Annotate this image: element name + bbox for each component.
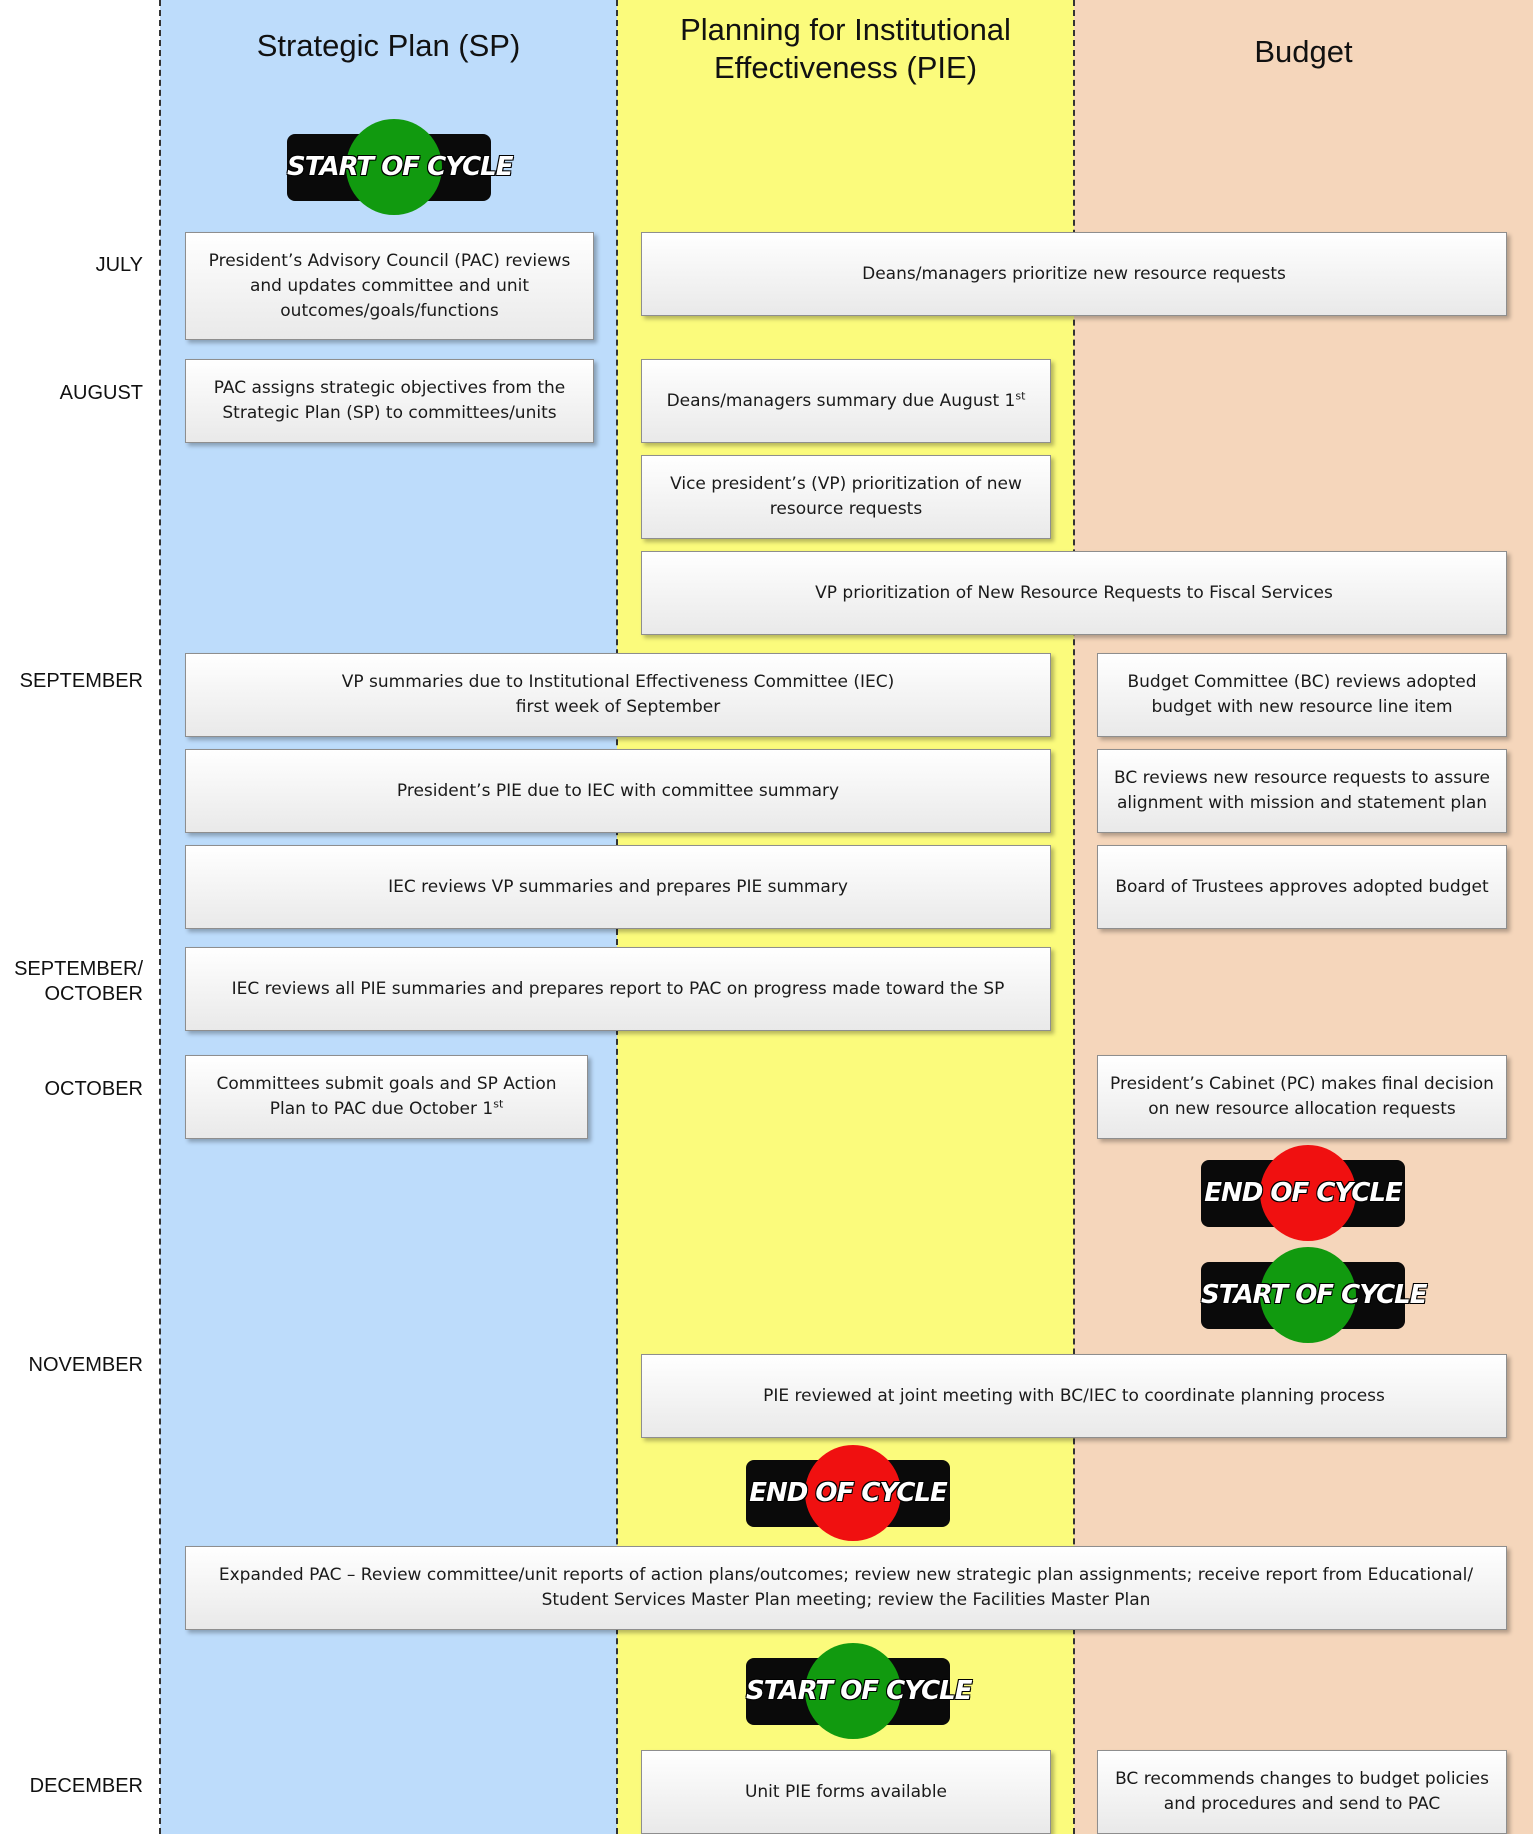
step-text-line2: first week of September xyxy=(515,697,721,717)
step-vp-summaries: VP summaries due to Institutional Effect… xyxy=(185,653,1051,737)
step-text: BC recommends changes to budget policies… xyxy=(1115,1769,1489,1814)
step-text-line1: VP summaries due to Institutional Effect… xyxy=(341,672,895,692)
month-december: DECEMBER xyxy=(29,1775,143,1797)
step-text: President’s Cabinet (PC) makes final dec… xyxy=(1110,1074,1494,1119)
start-of-cycle-marker: START OF CYCLE xyxy=(1201,1247,1428,1343)
marker-label: START OF CYCLE xyxy=(1201,1280,1428,1310)
lane-title-pie: Planning for Institutional Effectiveness… xyxy=(617,11,1074,87)
step-bc-reviews-requests: BC reviews new resource requests to assu… xyxy=(1097,749,1507,833)
step-text: Committees submit goals and SP Action Pl… xyxy=(198,1072,575,1122)
green-circle-icon xyxy=(1260,1247,1356,1343)
step-text: VP prioritization of New Resource Reques… xyxy=(815,582,1333,603)
step-text: IEC reviews VP summaries and prepares PI… xyxy=(388,876,848,897)
lane-title-budget: Budget xyxy=(1254,34,1353,69)
step-pac-reviews: President’s Advisory Council (PAC) revie… xyxy=(185,232,594,340)
month-august: AUGUST xyxy=(59,382,143,404)
marker-label: START OF CYCLE xyxy=(287,152,514,182)
step-iec-reviews-all: IEC reviews all PIE summaries and prepar… xyxy=(185,947,1051,1031)
step-pie-joint-meeting: PIE reviewed at joint meeting with BC/IE… xyxy=(641,1354,1507,1438)
ordinal-suffix: st xyxy=(493,1097,504,1111)
ordinal-suffix: st xyxy=(1015,388,1026,402)
month-sep-oct-line2: OCTOBER xyxy=(44,983,143,1005)
step-vp-to-fiscal: VP prioritization of New Resource Reques… xyxy=(641,551,1507,635)
step-text-line2: Student Services Master Plan meeting; re… xyxy=(541,1590,1151,1610)
step-text: PAC assigns strategic objectives from th… xyxy=(213,378,566,423)
lane-divider xyxy=(1073,0,1075,1834)
marker-label: END OF CYCLE xyxy=(749,1478,947,1508)
step-text: Vice president’s (VP) prioritization of … xyxy=(670,474,1022,519)
step-president-pie: President’s PIE due to IEC with committe… xyxy=(185,749,1051,833)
red-circle-icon xyxy=(805,1445,901,1541)
step-bc-reviews-budget: Budget Committee (BC) reviews adopted bu… xyxy=(1097,653,1507,737)
step-text: PIE reviewed at joint meeting with BC/IE… xyxy=(763,1385,1385,1406)
marker-label: END OF CYCLE xyxy=(1204,1178,1402,1208)
start-of-cycle-marker: START OF CYCLE xyxy=(287,119,514,215)
step-text: Board of Trustees approves adopted budge… xyxy=(1115,876,1489,897)
end-of-cycle-marker: END OF CYCLE xyxy=(746,1445,950,1541)
month-september-october: SEPTEMBER/ OCTOBER xyxy=(0,957,143,1007)
step-pac-assigns: PAC assigns strategic objectives from th… xyxy=(185,359,594,443)
step-text: Unit PIE forms available xyxy=(744,1781,948,1802)
step-text: Expanded PAC – Review committee/unit rep… xyxy=(219,1563,1473,1613)
end-of-cycle-marker: END OF CYCLE xyxy=(1201,1145,1405,1241)
step-text: BC reviews new resource requests to assu… xyxy=(1114,768,1490,813)
step-text: Deans/managers prioritize new resource r… xyxy=(862,263,1286,284)
month-sep-oct-line1: SEPTEMBER/ xyxy=(14,958,143,980)
step-text-line1: Expanded PAC – Review committee/unit rep… xyxy=(218,1565,1474,1585)
start-of-cycle-marker: START OF CYCLE xyxy=(746,1643,973,1739)
red-circle-icon xyxy=(1260,1145,1356,1241)
month-october: OCTOBER xyxy=(44,1078,143,1100)
step-text: Deans/managers summary due August 1st xyxy=(667,389,1026,414)
month-november: NOVEMBER xyxy=(28,1354,143,1376)
step-text: President’s PIE due to IEC with committe… xyxy=(396,780,840,801)
lane-title-sp: Strategic Plan (SP) xyxy=(256,28,521,63)
step-unit-pie-forms: Unit PIE forms available xyxy=(641,1750,1051,1834)
month-july: JULY xyxy=(95,254,143,276)
step-pc-decision: President’s Cabinet (PC) makes final dec… xyxy=(1097,1055,1507,1139)
step-expanded-pac: Expanded PAC – Review committee/unit rep… xyxy=(185,1546,1507,1630)
step-text-main: Deans/managers summary due August 1 xyxy=(666,390,1016,411)
step-text: VP summaries due to Institutional Effect… xyxy=(342,670,895,720)
lane-divider xyxy=(159,0,161,1834)
step-board-approves: Board of Trustees approves adopted budge… xyxy=(1097,845,1507,929)
lane-title-pie-line2: Effectiveness (PIE) xyxy=(713,50,978,85)
green-circle-icon xyxy=(346,119,442,215)
green-circle-icon xyxy=(805,1643,901,1739)
step-committees-submit: Committees submit goals and SP Action Pl… xyxy=(185,1055,588,1139)
step-text-main: Committees submit goals and SP Action Pl… xyxy=(216,1074,557,1119)
month-september: SEPTEMBER xyxy=(19,670,143,692)
step-text: IEC reviews all PIE summaries and prepar… xyxy=(231,978,1005,999)
step-text: President’s Advisory Council (PAC) revie… xyxy=(208,250,571,321)
step-iec-reviews-vp: IEC reviews VP summaries and prepares PI… xyxy=(185,845,1051,929)
step-text: Budget Committee (BC) reviews adopted bu… xyxy=(1127,672,1477,717)
lane-title-pie-line1: Planning for Institutional xyxy=(680,12,1011,47)
step-vp-prioritization: Vice president’s (VP) prioritization of … xyxy=(641,455,1051,539)
step-bc-recommends: BC recommends changes to budget policies… xyxy=(1097,1750,1507,1834)
marker-label: START OF CYCLE xyxy=(746,1676,973,1706)
step-deans-summary: Deans/managers summary due August 1st xyxy=(641,359,1051,443)
step-deans-prioritize: Deans/managers prioritize new resource r… xyxy=(641,232,1507,316)
